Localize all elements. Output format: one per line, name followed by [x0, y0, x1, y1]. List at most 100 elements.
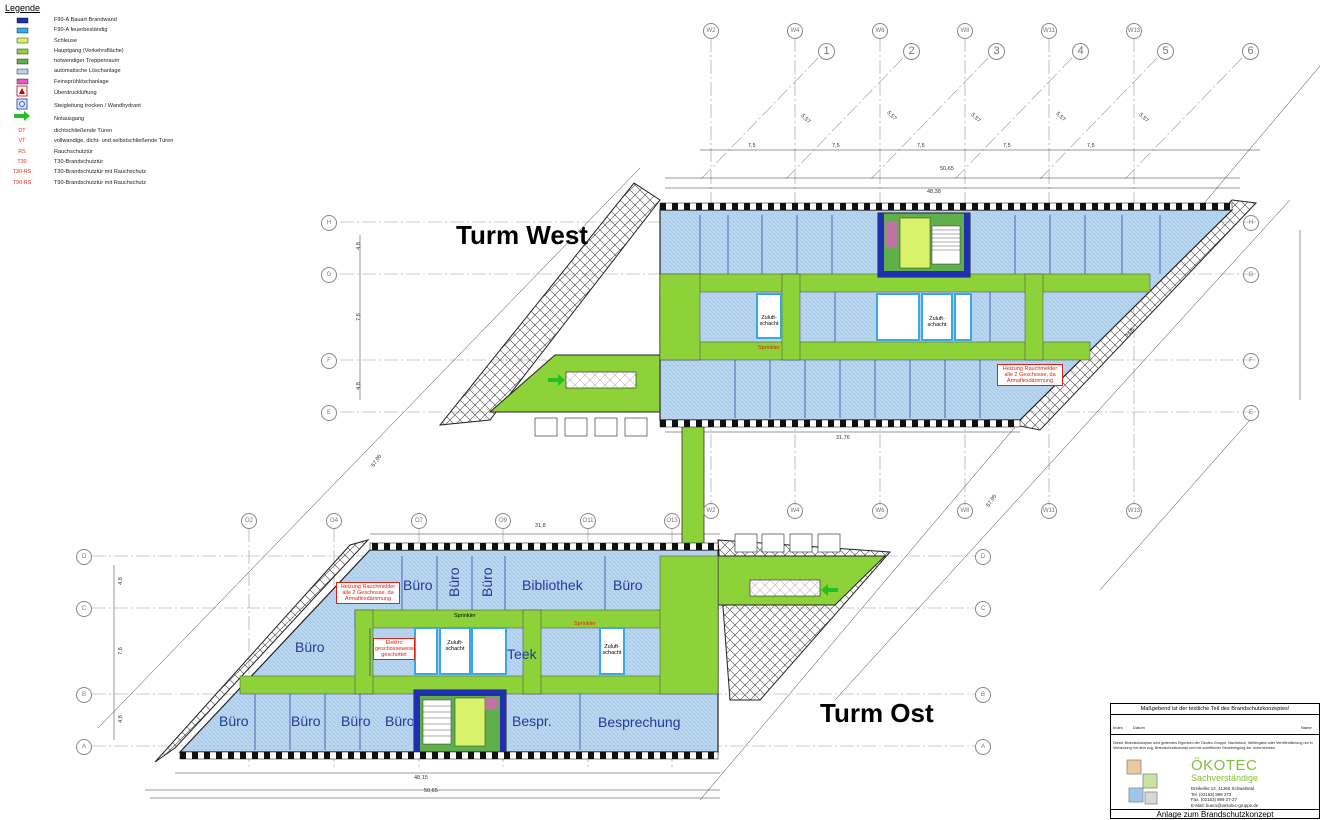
dim-bay-1: 7,5 [748, 143, 756, 149]
dim-west-mid: 31,76 [836, 435, 850, 441]
zuluft-shaft-label: Zuluft-schacht [927, 316, 947, 328]
grid-axis-f-right: F [1243, 353, 1259, 369]
address-line: E-Mail: buero@oekotec-gruppe.de [1191, 802, 1259, 808]
grid-axis-w6: W6 [872, 23, 888, 39]
dim-bay-2: 7,5 [832, 143, 840, 149]
legend-label: F90-A Bauart Brandwand [54, 17, 117, 23]
grid-axis-o7: O7 [411, 513, 427, 529]
oekotec-logo-icon [1126, 759, 1158, 805]
grid-axis-3: 3 [988, 43, 1005, 60]
grid-axis-w4: W4 [787, 23, 803, 39]
elektro-note: Elektro geschosseweise geschottet [373, 638, 416, 660]
dim-row-ost-3: 4,8 [117, 715, 124, 723]
room-label-buero: Büro [385, 713, 413, 729]
title-block-fineprint: Dieser Brandschutzplan wird geltendes Ei… [1113, 741, 1313, 750]
company-name: ÖKOTEC [1191, 757, 1258, 774]
grid-axis-e-right: E [1243, 405, 1259, 421]
legend-label: Hauptgang (Verkehrsfläche) [54, 47, 124, 54]
legend-code: VT [18, 138, 26, 145]
legend-code: T30 [17, 158, 27, 165]
zuluft-shaft-label: Zuluft-schacht [759, 315, 779, 327]
dim-ost-mid: 31,8 [535, 523, 546, 529]
revision-table [1111, 714, 1319, 735]
dim-row-west-1: 4,8 [355, 242, 362, 250]
room-label-buero: Büro [291, 713, 321, 729]
legend-label: Überdrucklüftung [54, 90, 97, 97]
room-label-bespr: Bespr. [512, 713, 552, 729]
grid-axis-2: 2 [903, 43, 920, 60]
room-label-buero: Büro [479, 567, 495, 597]
grid-axis-w2: W2 [703, 23, 719, 39]
legend-label: automatische Löschanlage [54, 68, 121, 75]
dim-row-ost-2: 7,6 [117, 647, 124, 655]
grid-axis-4: 4 [1072, 43, 1089, 60]
revision-col-index: Index [1113, 725, 1123, 730]
dim-bay-3: 7,5 [917, 143, 925, 149]
grid-axis-o2: O2 [241, 513, 257, 529]
room-label-buero: Büro [613, 577, 643, 593]
dim-bottom-inner: 48,15 [414, 775, 428, 781]
legend-label: notwendiger Treppenraum [54, 58, 120, 65]
legend-label: F90-A feuerbeständig [54, 27, 108, 34]
company-subtitle: Sachverständige [1191, 773, 1259, 783]
title-turm-ost: Turm Ost [820, 698, 934, 728]
title-turm-west: Turm West [456, 220, 588, 250]
dim-bay-4: 7,5 [1003, 143, 1011, 149]
grid-axis-o11: O11 [580, 513, 596, 529]
grid-axis-6: 6 [1242, 43, 1259, 60]
grid-axis-g: G [321, 267, 337, 283]
room-label-buero: Büro [446, 567, 462, 597]
grid-axis-e: E [321, 405, 337, 421]
sprinkler-label: Sprinkler [454, 613, 476, 619]
grid-axis-5: 5 [1157, 43, 1174, 60]
grid-axis-o4: O4 [326, 513, 342, 529]
turm-ost-building [154, 533, 892, 763]
heizung-note-west: Heizung Rauchmelder alle 2 Geschosse, da… [997, 364, 1063, 386]
diagonal-dimension-lines [97, 65, 1320, 801]
grid-axis-h-right: H [1243, 215, 1259, 231]
grid-axis-b-right: B [975, 687, 991, 703]
room-label-buero: Büro [403, 577, 433, 593]
legend-code: T30-RS [12, 169, 32, 176]
address-line: Fax. (02163) 899 27-27 [1191, 797, 1237, 803]
room-label-teek: Teek [507, 646, 537, 662]
legend-item: notwendiger Treppenraum [4, 56, 204, 66]
revision-col-name: Name [1301, 725, 1312, 730]
legend-title: Legende [5, 3, 41, 13]
legend-item: F90-A feuerbeständig [4, 25, 204, 35]
legend-label: dichtschließende Türen [54, 128, 113, 135]
grid-axis-o13: O13 [664, 513, 680, 529]
legend-item: T30 T30-Brandschutztür [4, 157, 204, 167]
grid-axis-w11-lower: W11 [1041, 503, 1057, 519]
title-block: Maßgebend ist der textliche Teil des Bra… [1110, 703, 1320, 819]
grid-axis-d-right: D [975, 549, 991, 565]
turm-west-building [438, 182, 1258, 549]
room-label-buero: Büro [341, 713, 371, 729]
grid-axis-1: 1 [818, 43, 835, 60]
title-block-footer: Anlage zum Brandschutzkonzept [1111, 809, 1319, 820]
room-label-buero: Büro [219, 713, 249, 729]
legend-code: T90-RS [12, 179, 32, 186]
grid-axis-c: C [76, 601, 92, 617]
title-block-header: Maßgebend ist der textliche Teil des Bra… [1111, 704, 1319, 715]
grid-axis-b: B [76, 687, 92, 703]
legend-symbols [14, 17, 30, 121]
sprinkler-label: Sprinkler [758, 345, 780, 351]
legend: F90-A Bauart Brandwand F90-A feuerbestän… [4, 15, 204, 188]
legend-label: Schleuse [54, 37, 78, 44]
sprinkler-label: Sprinkler [574, 621, 596, 627]
legend-label: Feinsprühlöschanlage [54, 78, 109, 85]
address-line: Tel. (02163) 899 272 [1191, 791, 1232, 797]
zuluft-shaft-label: Zuluft-schacht [602, 644, 622, 656]
legend-label: Steigleitung trocken / Wandhydrant [54, 103, 141, 110]
grid-axis-a: A [76, 739, 92, 755]
dim-row-ost-1: 4,8 [117, 577, 124, 585]
grid-axis-c-right: C [975, 601, 991, 617]
legend-label: T30-Brandschutztür [54, 158, 104, 165]
room-label-buero: Büro [295, 639, 325, 655]
legend-code: RS [18, 148, 26, 155]
